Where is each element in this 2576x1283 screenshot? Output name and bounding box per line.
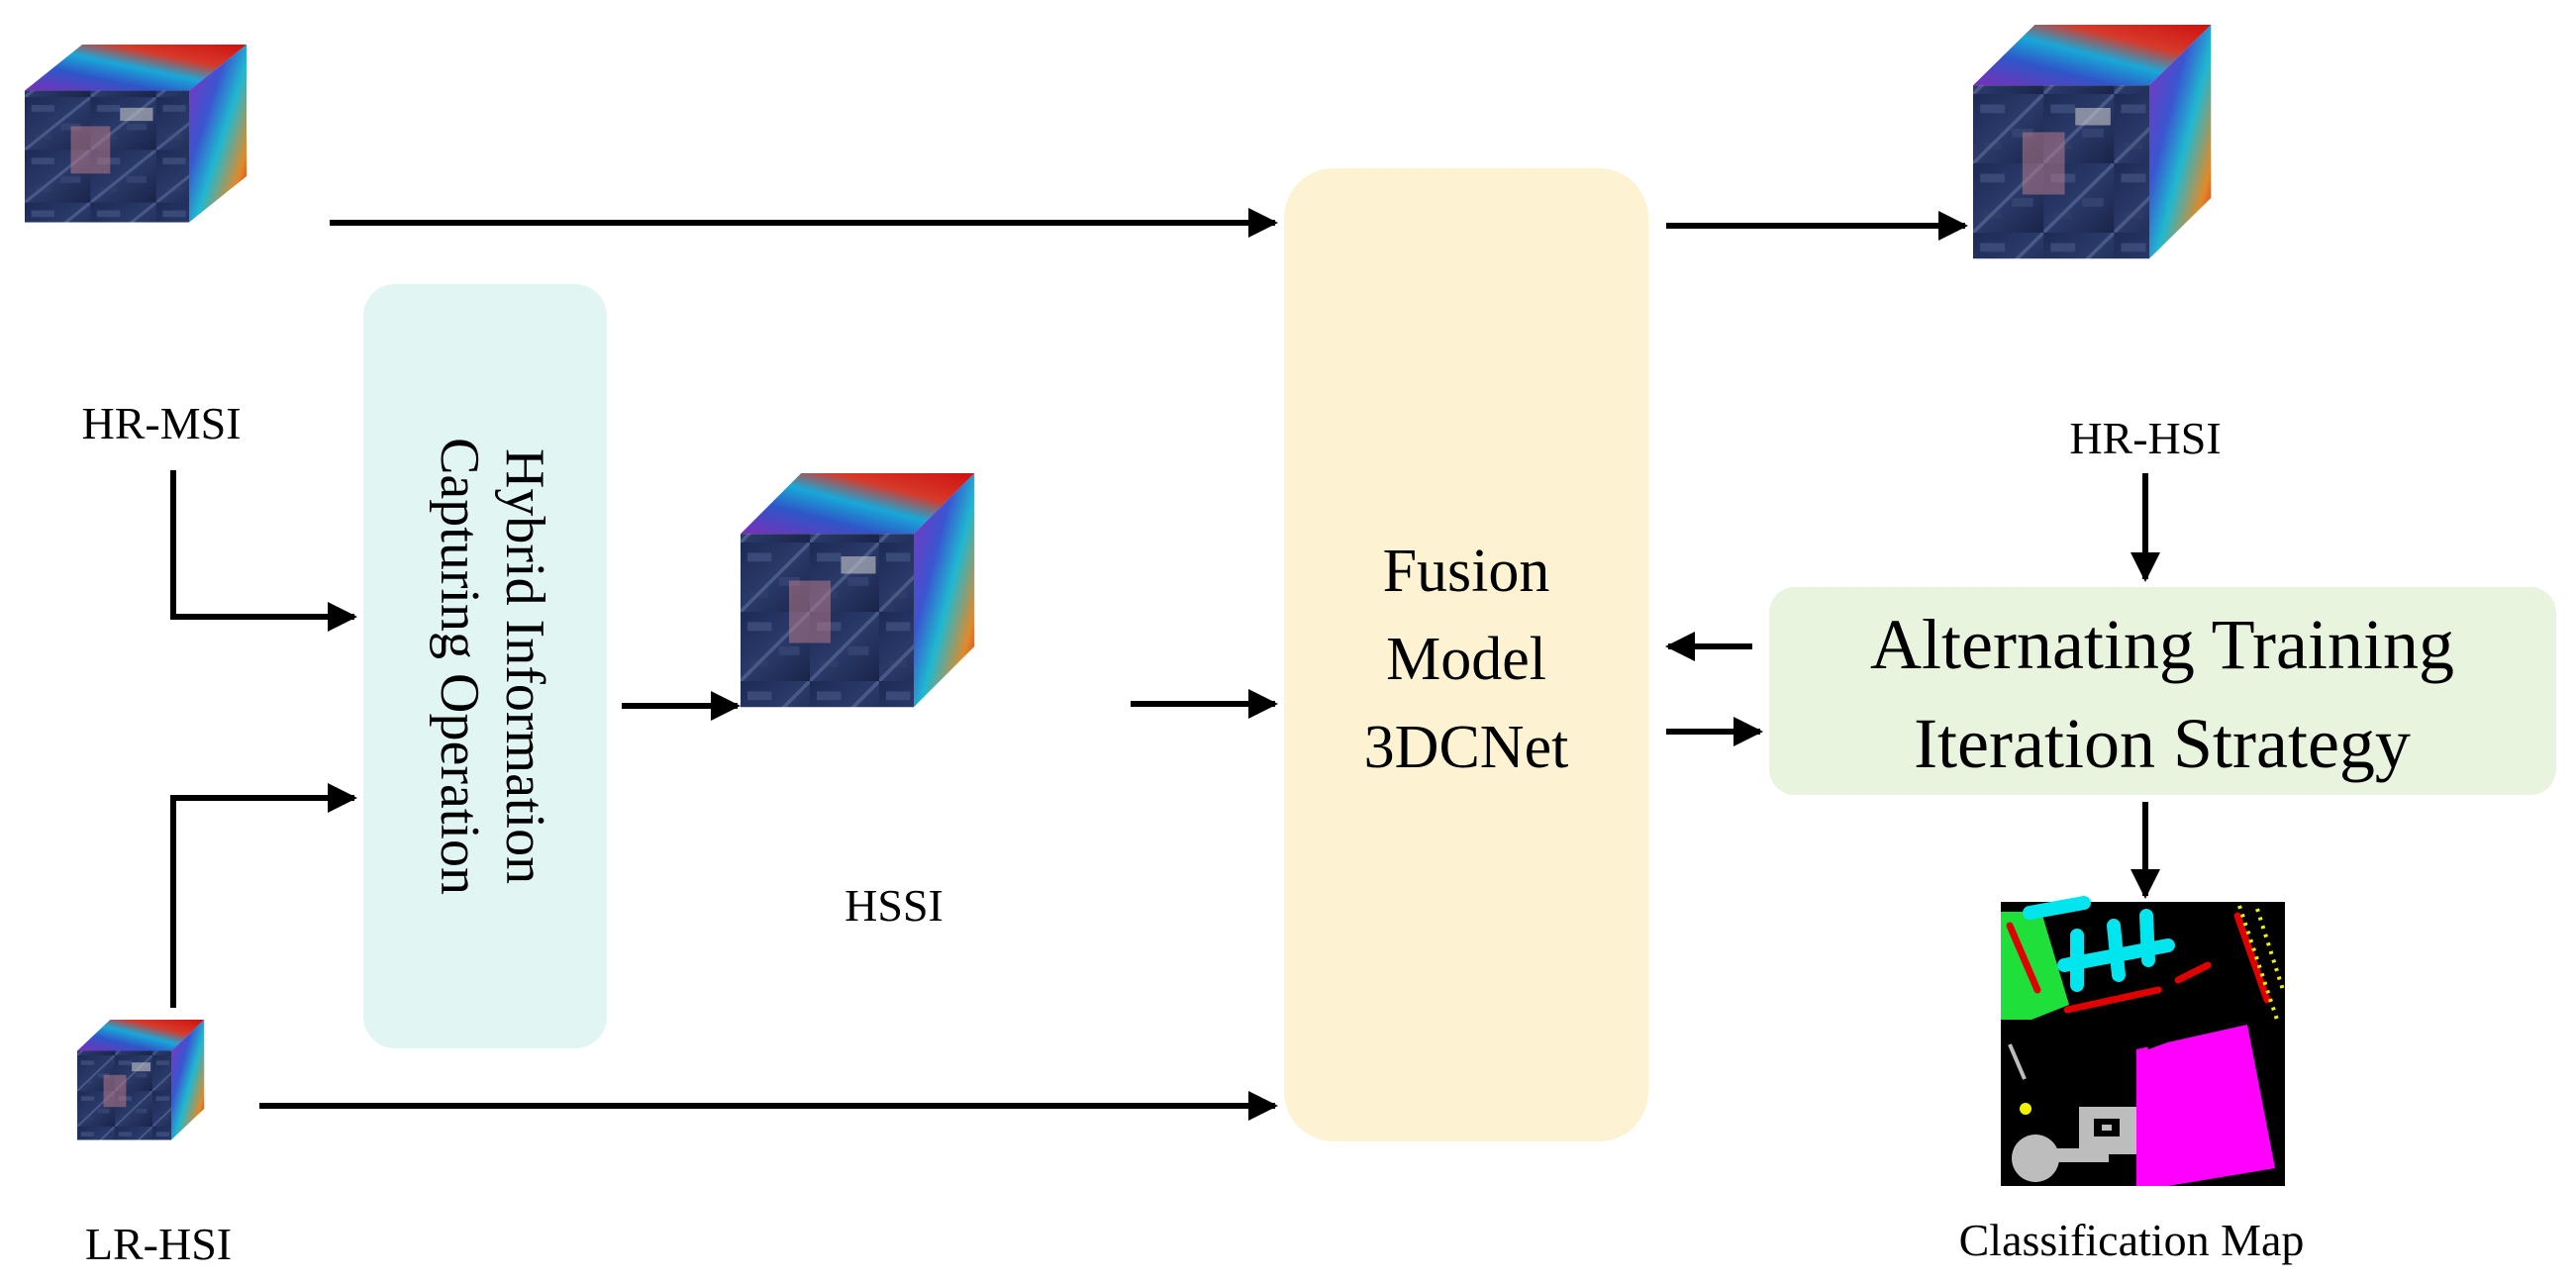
hybrid-block-text: Hybrid Information Capturing Operation bbox=[429, 438, 555, 895]
fusion-line2: Model bbox=[1386, 626, 1546, 693]
hybrid-line1: Hybrid Information bbox=[494, 448, 555, 884]
hybrid-block bbox=[363, 284, 607, 1048]
fusion-line1: Fusion bbox=[1383, 538, 1550, 605]
hssi-label: HSSI bbox=[844, 880, 943, 931]
hybrid-line2: Capturing Operation bbox=[429, 438, 490, 895]
classification-map-label: Classification Map bbox=[1959, 1215, 2305, 1265]
hr-hsi-cube-icon bbox=[1973, 25, 2212, 259]
arrow-lrhsi-to-hybrid bbox=[170, 783, 357, 1008]
arrow-hrmsi-to-hybrid bbox=[170, 470, 357, 632]
fusion-line3: 3DCNet bbox=[1364, 714, 1569, 781]
fusion-block bbox=[1284, 168, 1648, 1141]
alternating-block bbox=[1769, 587, 2556, 795]
arrows bbox=[170, 208, 2160, 1121]
alternating-line2: Iteration Strategy bbox=[1914, 704, 2411, 783]
hssi-cube-icon bbox=[741, 473, 975, 708]
hr-hsi-label: HR-HSI bbox=[2069, 413, 2221, 463]
lr-hsi-label: LR-HSI bbox=[85, 1219, 232, 1269]
classification-map-image bbox=[2001, 896, 2285, 1186]
hr-msi-label: HR-MSI bbox=[81, 398, 241, 448]
hr-msi-cube-icon bbox=[25, 45, 248, 223]
lr-hsi-cube-icon bbox=[77, 1020, 205, 1140]
alternating-line1: Alternating Training bbox=[1870, 605, 2454, 684]
